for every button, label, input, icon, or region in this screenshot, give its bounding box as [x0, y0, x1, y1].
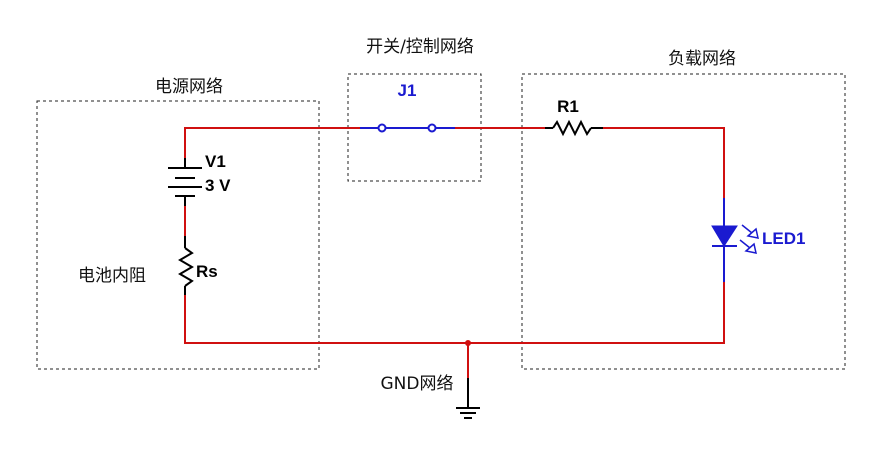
switch-icon	[360, 123, 455, 133]
gnd-network-title: GND网络	[381, 374, 454, 394]
led-ref-label: LED1	[762, 229, 805, 248]
power-network-title: 电源网络	[155, 77, 223, 97]
resistor-ref-label: R1	[557, 97, 579, 116]
led-icon	[711, 198, 759, 282]
switch-network-title: 开关/控制网络	[366, 37, 474, 57]
load-network-title: 负载网络	[668, 49, 736, 69]
load-network-box	[521, 73, 846, 370]
wires	[184, 127, 725, 378]
wire-bottom	[184, 282, 725, 344]
internal-resistor-icon	[178, 236, 194, 295]
battery-icon	[168, 158, 202, 206]
resistor-icon	[545, 119, 603, 137]
junction-dot	[465, 340, 471, 346]
ground-icon	[456, 378, 480, 419]
battery-ref-label: V1	[205, 152, 226, 171]
power-network-box	[36, 100, 320, 370]
wire-top-left	[184, 127, 360, 158]
internal-resistor-description: 电池内阻	[78, 266, 146, 286]
internal-resistor-ref-label: Rs	[196, 262, 218, 281]
wire-r1-led	[603, 127, 725, 198]
battery-value-label: 3 V	[205, 176, 231, 195]
switch-ref-label: J1	[398, 81, 417, 100]
